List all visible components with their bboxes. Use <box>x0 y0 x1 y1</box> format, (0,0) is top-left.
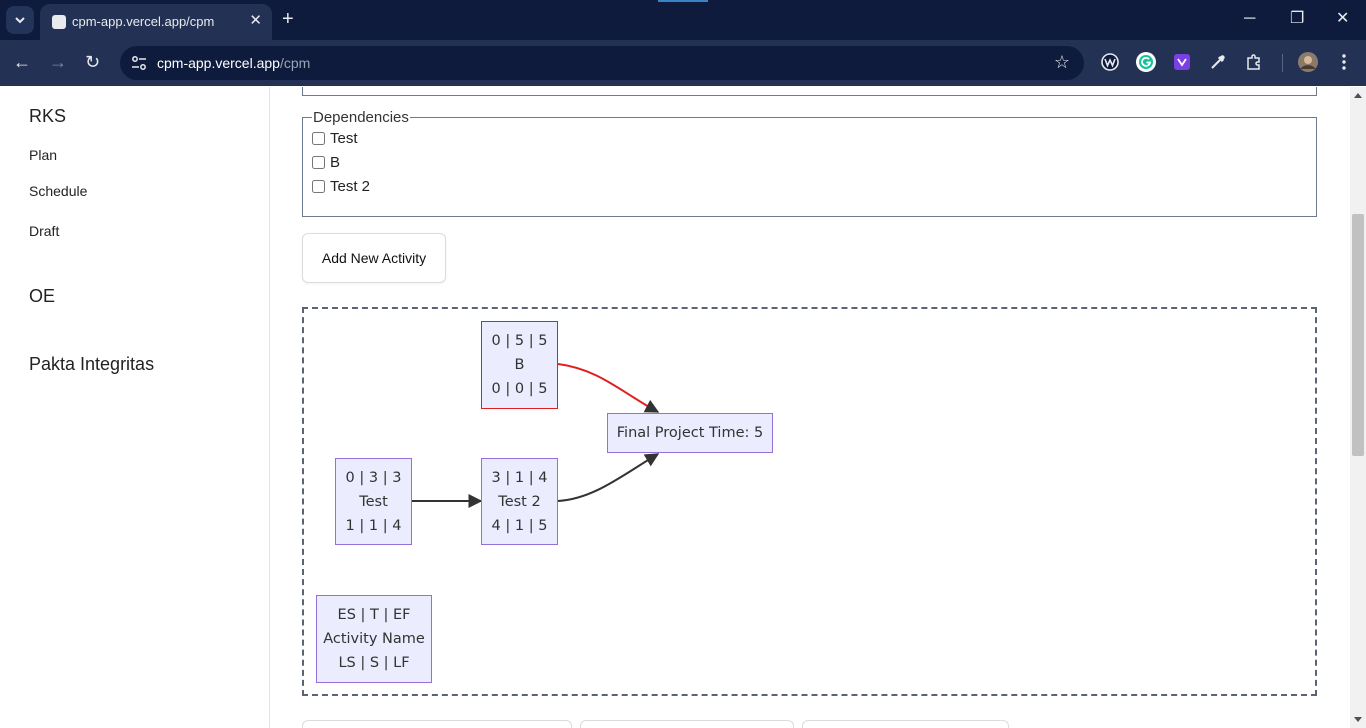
dependency-label: Test 2 <box>330 177 371 195</box>
browser-tab-active[interactable]: cpm-app.vercel.app/cpm ✕ <box>40 4 272 40</box>
site-info-icon[interactable] <box>130 54 148 72</box>
dependency-checkbox[interactable] <box>312 131 325 145</box>
sidebar-heading-oe[interactable]: OE <box>29 286 56 306</box>
node-times-bottom: 1 | 1 | 4 <box>345 517 402 534</box>
legend-times-bottom: LS | S | LF <box>338 655 410 671</box>
tab-title: cpm-app.vercel.app/cpm <box>72 14 215 29</box>
scrollbar-thumb[interactable] <box>1352 214 1364 456</box>
dependency-option[interactable]: Test 2 <box>312 174 1307 198</box>
sidebar-item-draft[interactable]: Draft <box>29 223 60 239</box>
url-host: cpm-app.vercel.app <box>157 55 280 71</box>
back-button[interactable]: ← <box>13 52 31 72</box>
tab-search-button[interactable] <box>6 6 34 34</box>
node-times-top: 0 | 5 | 5 <box>491 333 548 349</box>
chevron-down-icon <box>15 17 25 24</box>
url-text[interactable]: cpm-app.vercel.app/cpm <box>157 55 310 71</box>
grammarly-extension-icon[interactable] <box>1135 51 1157 73</box>
diagram-edges <box>412 363 660 508</box>
sidebar-item-schedule[interactable]: Schedule <box>29 183 88 199</box>
dependency-label: Test <box>330 129 358 147</box>
node-times-top: 3 | 1 | 4 <box>491 469 548 486</box>
node-activity-name: B <box>514 357 525 373</box>
node-times-top: 0 | 3 | 3 <box>345 469 402 486</box>
activity-node-test2[interactable]: 3 | 1 | 4 Test 2 4 | 1 | 5 <box>481 458 558 545</box>
window-close-button[interactable]: ✕ <box>1336 10 1350 27</box>
reload-button[interactable]: ↻ <box>85 52 101 72</box>
bottom-action-button-3[interactable] <box>802 720 1009 728</box>
dependency-label: B <box>330 153 341 171</box>
sidebar-heading-pakta-integritas[interactable]: Pakta Integritas <box>29 354 155 374</box>
cpm-network-diagram: 0 | 5 | 5 B 0 | 0 | 5 0 | 3 | 3 Test 1 |… <box>302 307 1317 696</box>
scroll-up-arrow-icon[interactable] <box>1354 93 1362 98</box>
page-scrollbar[interactable] <box>1350 87 1366 728</box>
browser-tab-bar: cpm-app.vercel.app/cpm ✕ + ─ ❐ ✕ <box>0 0 1366 40</box>
browser-toolbar: ← → ↻ cpm-app.vercel.app/cpm ☆ <box>0 40 1366 86</box>
sidebar: RKS Plan Schedule Draft OE Pakta Integri… <box>0 87 270 728</box>
dependency-option[interactable]: Test <box>312 126 1307 150</box>
scroll-down-arrow-icon[interactable] <box>1354 717 1362 722</box>
tab-strip-accent <box>658 0 708 2</box>
previous-form-box-edge <box>302 87 1317 96</box>
node-legend: ES | T | EF Activity Name LS | S | LF <box>316 595 432 683</box>
window-restore-button[interactable]: ❐ <box>1290 10 1305 27</box>
toolbar-divider <box>1282 54 1283 72</box>
url-path: /cpm <box>279 55 311 71</box>
kebab-menu-icon[interactable] <box>1333 51 1355 73</box>
purple-extension-icon[interactable] <box>1171 51 1193 73</box>
site-favicon-icon <box>52 15 66 29</box>
legend-times-top: ES | T | EF <box>337 607 411 623</box>
forward-button[interactable]: → <box>49 52 67 72</box>
edge-b-to-final <box>557 363 660 413</box>
sidebar-heading-rks[interactable]: RKS <box>29 106 67 126</box>
edge-test2-to-final <box>557 453 660 502</box>
new-tab-button[interactable]: + <box>282 8 294 30</box>
puzzle-extensions-icon[interactable] <box>1243 51 1265 73</box>
node-times-bottom: 4 | 1 | 5 <box>491 517 548 534</box>
add-new-activity-button[interactable]: Add New Activity <box>302 233 446 283</box>
activity-node-b[interactable]: 0 | 5 | 5 B 0 | 0 | 5 <box>481 321 558 409</box>
dependency-checkbox[interactable] <box>312 155 325 169</box>
node-activity-name: Test <box>359 493 388 510</box>
eyedropper-extension-icon[interactable] <box>1207 51 1229 73</box>
sidebar-item-plan[interactable]: Plan <box>29 147 58 163</box>
activity-node-test[interactable]: 0 | 3 | 3 Test 1 | 1 | 4 <box>335 458 412 545</box>
dependencies-legend: Dependencies <box>313 109 409 126</box>
profile-avatar-icon[interactable] <box>1297 51 1319 73</box>
legend-activity-name: Activity Name <box>323 631 425 647</box>
address-bar[interactable]: cpm-app.vercel.app/cpm ☆ <box>120 46 1084 80</box>
bottom-action-button-2[interactable] <box>580 720 794 728</box>
final-project-time-label: Final Project Time: 5 <box>616 425 764 441</box>
bookmark-star-icon[interactable]: ☆ <box>1053 52 1070 72</box>
dependency-checkbox[interactable] <box>312 179 325 193</box>
node-times-bottom: 0 | 0 | 5 <box>491 381 548 397</box>
final-project-time-node[interactable]: Final Project Time: 5 <box>607 413 773 453</box>
tab-close-icon[interactable]: ✕ <box>249 12 262 29</box>
bottom-action-button-1[interactable] <box>302 720 572 728</box>
node-activity-name: Test 2 <box>498 493 541 510</box>
window-minimize-button[interactable]: ─ <box>1244 10 1256 27</box>
wikipedia-extension-icon[interactable] <box>1099 51 1121 73</box>
dependency-option[interactable]: B <box>312 150 1307 174</box>
